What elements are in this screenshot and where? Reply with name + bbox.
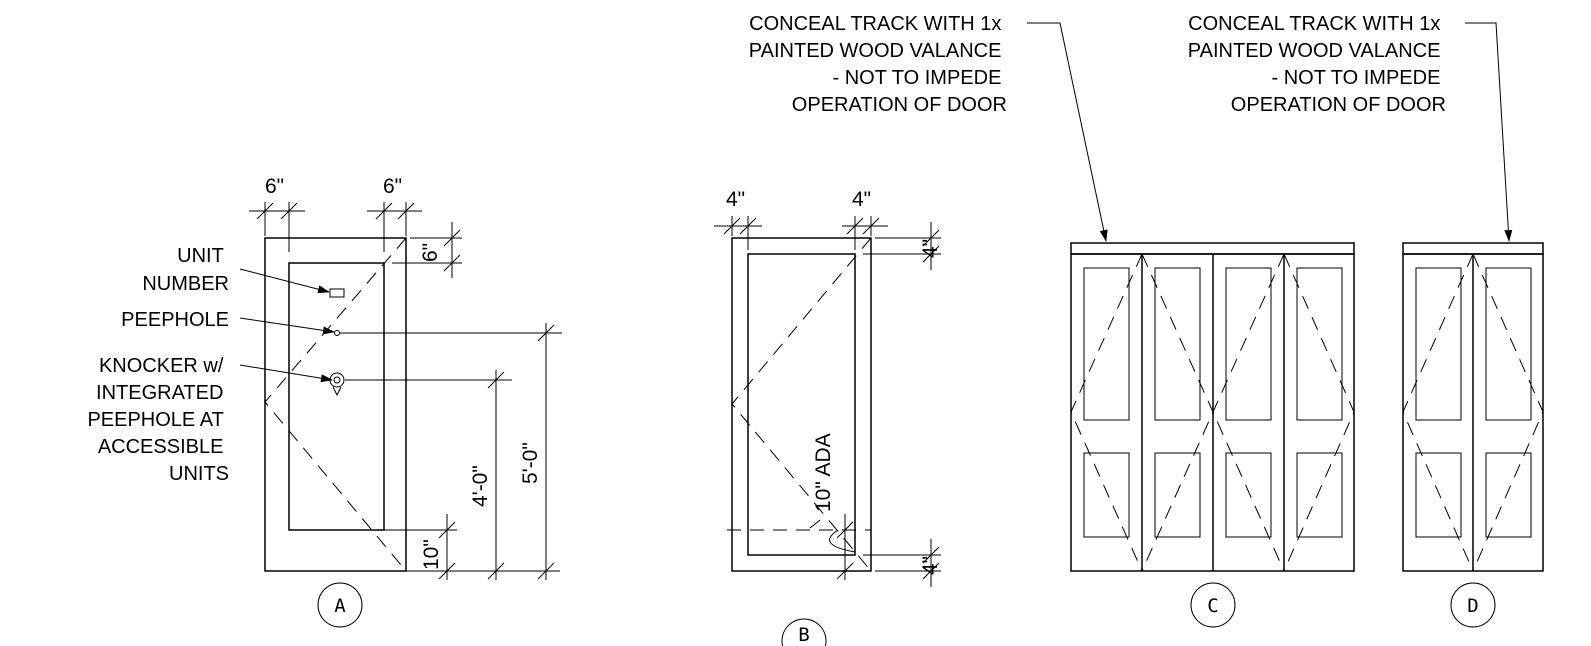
dim-a-knocker-height: 4'-0" <box>469 465 492 507</box>
unit-number-plate <box>329 288 345 298</box>
door-b: 4" 4" 4" 4" 10" ADA B <box>714 188 942 646</box>
door-c-tag: C <box>1207 595 1218 617</box>
door-d-note-3: - NOT TO IMPEDE <box>1272 67 1441 89</box>
door-b-panel <box>747 253 856 556</box>
door-d-note-4: OPERATION OF DOOR <box>1231 94 1446 116</box>
dim-b-ada: 10" ADA <box>812 433 835 512</box>
dim-b-stile-left: 4" <box>726 188 745 211</box>
door-a-tag-circle <box>317 582 363 628</box>
door-b-tag: B <box>798 624 809 646</box>
door-a-swing-lines <box>264 237 407 572</box>
dim-a-stile-right: 6" <box>383 175 402 198</box>
dim-a-peephole-height: 5'-0" <box>519 442 542 484</box>
door-a-panel <box>288 262 385 531</box>
door-d: CONCEAL TRACK WITH 1x PAINTED WOOD VALAN… <box>1188 13 1544 628</box>
label-knocker-4: ACCESSIBLE <box>98 436 224 458</box>
door-c-note-4: OPERATION OF DOOR <box>792 94 1007 116</box>
door-a-knocker-height-dim: 4'-0" <box>345 370 512 580</box>
label-knocker-3: PEEPHOLE AT <box>87 409 223 431</box>
door-d-tag-circle <box>1450 582 1496 628</box>
door-a-tag: A <box>334 595 346 617</box>
svg-text:CONCEAL TRACK WITH 1x PA: CONCEAL TRACK WITH 1x PAINTED WOOD VALAN… <box>749 13 1007 116</box>
knocker-icon <box>329 372 345 397</box>
dim-a-stile-left: 6" <box>265 175 284 198</box>
svg-text:CONCEAL TRACK WITH 1x PA: CONCEAL TRACK WITH 1x PAINTED WOOD VALAN… <box>1188 13 1446 116</box>
door-d-valance <box>1402 242 1544 255</box>
svg-text:KNOCKER w/ INTEGRATED: KNOCKER w/ INTEGRATED PEEPHOLE AT ACCESS… <box>87 355 229 485</box>
door-a-bottom-rail-dim: 10" <box>384 514 560 580</box>
door-a: UNIT NUMBER PEEPHOLE KNOCKER w/ INTEGRAT… <box>87 175 562 628</box>
door-c-tag-circle <box>1190 582 1236 628</box>
label-knocker-1: KNOCKER w/ <box>99 355 224 377</box>
door-a-top-rail-dim: 6" <box>392 222 462 278</box>
svg-text:PEEPHOLE: PEEPHOLE <box>121 309 229 331</box>
svg-text:UNIT NUMBER: UNIT NUMBER <box>142 245 229 295</box>
door-c-note-1: CONCEAL TRACK WITH 1x <box>749 13 1001 35</box>
door-d-tag: D <box>1467 595 1478 617</box>
door-a-stile-dims: 6" 6" <box>249 175 422 252</box>
dim-b-top-rail: 4" <box>919 239 942 258</box>
door-a-peephole-height-dim: 5'-0" <box>340 323 562 580</box>
dim-a-top-rail: 6" <box>419 243 442 262</box>
door-c: CONCEAL TRACK WITH 1x PAINTED WOOD VALAN… <box>749 13 1355 628</box>
label-knocker-5: UNITS <box>169 463 229 485</box>
label-unit-number-1: UNIT <box>177 245 223 267</box>
dim-a-bottom-rail: 10" <box>420 539 443 570</box>
door-b-frame <box>731 237 872 572</box>
door-c-valance <box>1070 242 1355 255</box>
peephole-icon <box>334 330 340 336</box>
door-c-note-2: PAINTED WOOD VALANCE <box>749 40 1002 62</box>
door-b-stile-dims: 4" 4" <box>714 188 888 250</box>
door-b-bottom-rail-dim: 4" <box>836 514 942 587</box>
door-b-tag-circle <box>781 618 827 646</box>
dim-b-stile-right: 4" <box>852 188 871 211</box>
door-d-note-1: CONCEAL TRACK WITH 1x <box>1188 13 1440 35</box>
door-a-frame <box>264 237 407 572</box>
label-peephole: PEEPHOLE <box>121 309 229 331</box>
label-unit-number-2: NUMBER <box>142 273 229 295</box>
door-d-note-2: PAINTED WOOD VALANCE <box>1188 40 1441 62</box>
label-knocker-2: INTEGRATED <box>96 382 223 404</box>
dim-b-bottom-rail: 4" <box>919 556 942 575</box>
door-b-swing-lines <box>731 237 872 572</box>
door-c-note-3: - NOT TO IMPEDE <box>833 67 1002 89</box>
door-b-top-rail-dim: 4" <box>863 222 942 270</box>
